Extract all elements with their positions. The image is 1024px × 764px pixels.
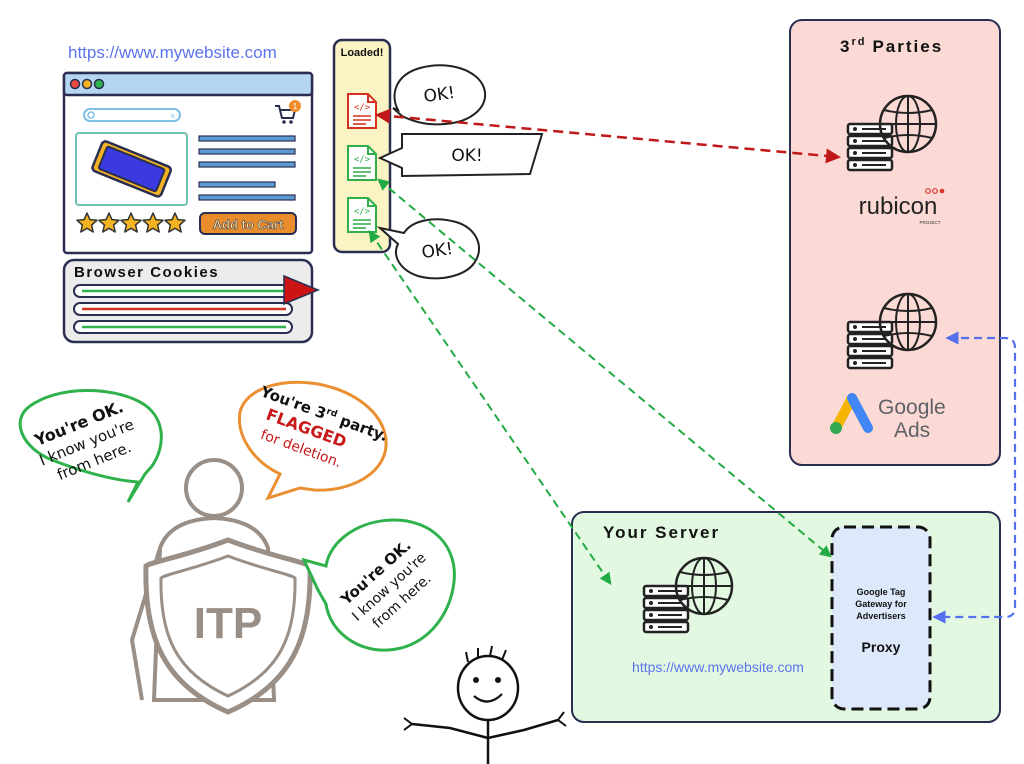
search-bar[interactable]: × <box>83 108 181 122</box>
google-ads-logo: Google Ads <box>830 393 946 442</box>
product-image <box>75 132 188 206</box>
add-to-cart-button[interactable]: Add to Cart <box>199 212 297 235</box>
svg-text:OK!: OK! <box>451 146 482 166</box>
browser-url[interactable]: https://www.mywebsite.com <box>68 43 277 62</box>
ok-bubble-2: OK! <box>377 133 544 178</box>
product-description-lines <box>198 135 296 201</box>
code-file-icon-green <box>347 145 377 181</box>
itp-label: ITP <box>194 599 262 648</box>
itp-bubble-ok-right: You're OK. I know you're from here. <box>301 518 456 652</box>
arrow-server-green <box>368 230 612 585</box>
your-server-title: Your Server <box>603 523 720 542</box>
code-file-icon-green <box>347 197 377 233</box>
loaded-title: Loaded! <box>341 47 384 59</box>
arrow-proxy-green <box>377 178 832 558</box>
window-close-dot[interactable] <box>69 78 81 90</box>
browser-cookies-panel: Browser Cookies <box>62 258 320 344</box>
rubicon-logo: rubicon PROJECT <box>859 188 945 225</box>
your-server-panel: Your Server https://www.mywebsite.com Go… <box>571 511 1001 723</box>
google-ads-line1: Google <box>878 396 946 419</box>
cart-count: 1 <box>293 102 298 111</box>
loaded-scripts-panel: Loaded! <box>332 38 392 254</box>
delete-flag-icon <box>283 274 320 306</box>
search-icon <box>87 111 95 119</box>
google-ads-line2: Ads <box>894 419 930 442</box>
rubicon-sub: PROJECT <box>919 220 940 225</box>
cart-badge <box>289 100 301 112</box>
arrow-googleads-blue <box>932 331 1017 624</box>
itp-bubble-flagged: You're 3rd party. FLAGGED for deletion. <box>237 380 390 501</box>
add-to-cart-label: Add to Cart <box>213 217 284 232</box>
proxy-label: Proxy <box>862 639 901 655</box>
cookies-title: Browser Cookies <box>74 264 219 281</box>
search-clear-icon[interactable]: × <box>170 111 175 121</box>
arrow-rubicon-red <box>375 108 841 164</box>
svg-text:Advertisers: Advertisers <box>856 611 906 621</box>
ok-bubble-1: OK! <box>392 64 487 126</box>
svg-text:Google Tag: Google Tag <box>857 587 906 597</box>
rubicon-name: rubicon <box>859 193 938 220</box>
stick-figure <box>403 645 567 764</box>
window-minimize-dot[interactable] <box>81 78 93 90</box>
window-maximize-dot[interactable] <box>93 78 105 90</box>
svg-text:OK!: OK! <box>422 83 456 107</box>
itp-bubble-ok-left: You're OK. I know you're from here. <box>18 388 163 503</box>
your-server-url[interactable]: https://www.mywebsite.com <box>632 659 804 675</box>
svg-text:Gateway for: Gateway for <box>855 599 907 609</box>
cart-icon[interactable]: 1 <box>275 100 301 124</box>
proxy-box: Google Tag Gateway for Advertisers Proxy <box>830 525 932 711</box>
browser-window: × 1 <box>62 71 314 255</box>
code-file-icon-red <box>347 93 377 129</box>
itp-guard-figure: ITP <box>129 458 313 715</box>
